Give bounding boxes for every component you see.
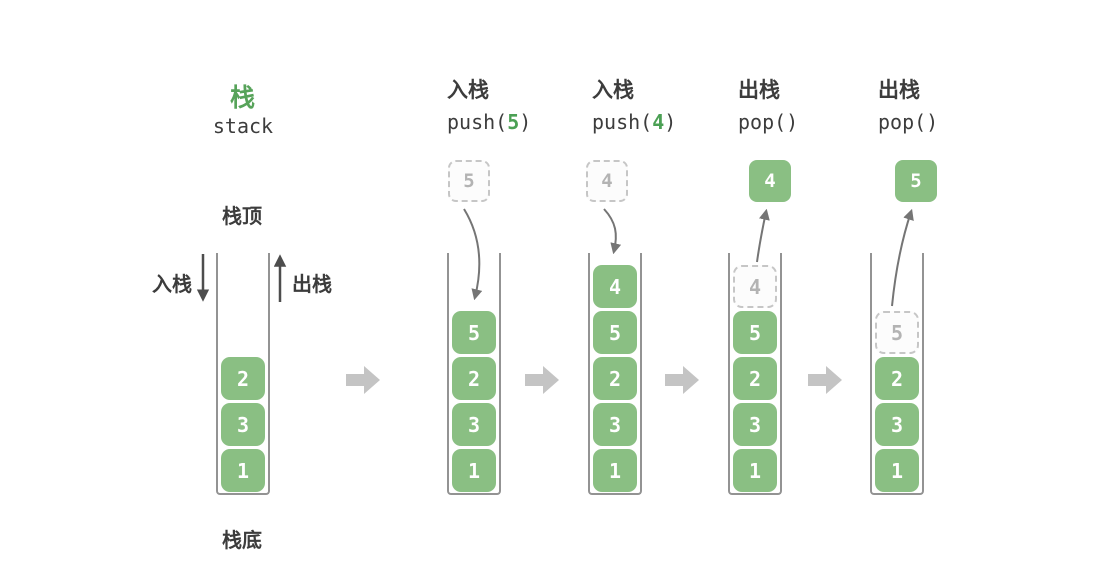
float-value-box-push-5: 5 bbox=[448, 160, 490, 202]
stage-header-push-5: 入栈 push(5) bbox=[447, 80, 531, 132]
stack-cell: 5 bbox=[733, 311, 777, 354]
operation-code: pop() bbox=[878, 112, 938, 132]
code-text: push( bbox=[592, 110, 653, 134]
float-value-box-pop-4: 4 bbox=[749, 160, 791, 202]
stage-header-pop-4: 出栈 pop() bbox=[738, 80, 798, 132]
stack-cell: 1 bbox=[593, 449, 637, 492]
push-side-label: 入栈 bbox=[152, 274, 192, 296]
stack-cell: 3 bbox=[452, 403, 496, 446]
flow-arrow-icon bbox=[808, 366, 842, 394]
code-argument: 4 bbox=[652, 110, 665, 134]
stack-cell: 1 bbox=[221, 449, 265, 492]
push-4-arrow-icon bbox=[603, 208, 622, 255]
operation-label: 出栈 bbox=[878, 79, 920, 102]
stage-header-pop-5: 出栈 pop() bbox=[878, 80, 938, 132]
diagram-title-en: stack bbox=[212, 114, 274, 138]
stack-cell: 2 bbox=[593, 357, 637, 400]
code-argument: 5 bbox=[507, 110, 520, 134]
operation-label: 入栈 bbox=[592, 79, 634, 102]
code-text: push( bbox=[447, 110, 508, 134]
stack-cell: 2 bbox=[221, 357, 265, 400]
stack-cell-ghost: 4 bbox=[733, 265, 777, 308]
diagram-title-zh: 栈 bbox=[229, 84, 256, 112]
operation-code: push(4) bbox=[592, 112, 676, 132]
stage-header-push-4: 入栈 push(4) bbox=[592, 80, 676, 132]
stack-cell: 4 bbox=[593, 265, 637, 308]
operation-code: push(5) bbox=[447, 112, 531, 132]
operation-label: 入栈 bbox=[447, 79, 489, 102]
stack-cell: 1 bbox=[452, 449, 496, 492]
stack-top-label: 栈顶 bbox=[222, 206, 262, 228]
stack-cell: 3 bbox=[733, 403, 777, 446]
stack-cell: 3 bbox=[221, 403, 265, 446]
stack-cell: 5 bbox=[452, 311, 496, 354]
code-text: pop() bbox=[878, 110, 939, 134]
stack-bottom-label: 栈底 bbox=[222, 530, 262, 552]
pop-side-label: 出栈 bbox=[292, 274, 332, 296]
stack-cell: 3 bbox=[875, 403, 919, 446]
flow-arrow-icon bbox=[665, 366, 699, 394]
operation-label: 出栈 bbox=[738, 79, 780, 102]
code-text: ) bbox=[519, 110, 532, 134]
operation-code: pop() bbox=[738, 112, 798, 132]
stack-cell: 2 bbox=[733, 357, 777, 400]
float-value-box-push-4: 4 bbox=[586, 160, 628, 202]
stack-cell: 2 bbox=[875, 357, 919, 400]
stack-cell-ghost: 5 bbox=[875, 311, 919, 354]
stack-cell: 3 bbox=[593, 403, 637, 446]
flow-arrow-icon bbox=[346, 366, 380, 394]
float-value-box-pop-5: 5 bbox=[895, 160, 937, 202]
stack-cell: 1 bbox=[733, 449, 777, 492]
stack-cell: 1 bbox=[875, 449, 919, 492]
flow-arrow-icon bbox=[525, 366, 559, 394]
stack-cell: 5 bbox=[593, 311, 637, 354]
code-text: ) bbox=[664, 110, 677, 134]
stack-cell: 2 bbox=[452, 357, 496, 400]
code-text: pop() bbox=[738, 110, 799, 134]
